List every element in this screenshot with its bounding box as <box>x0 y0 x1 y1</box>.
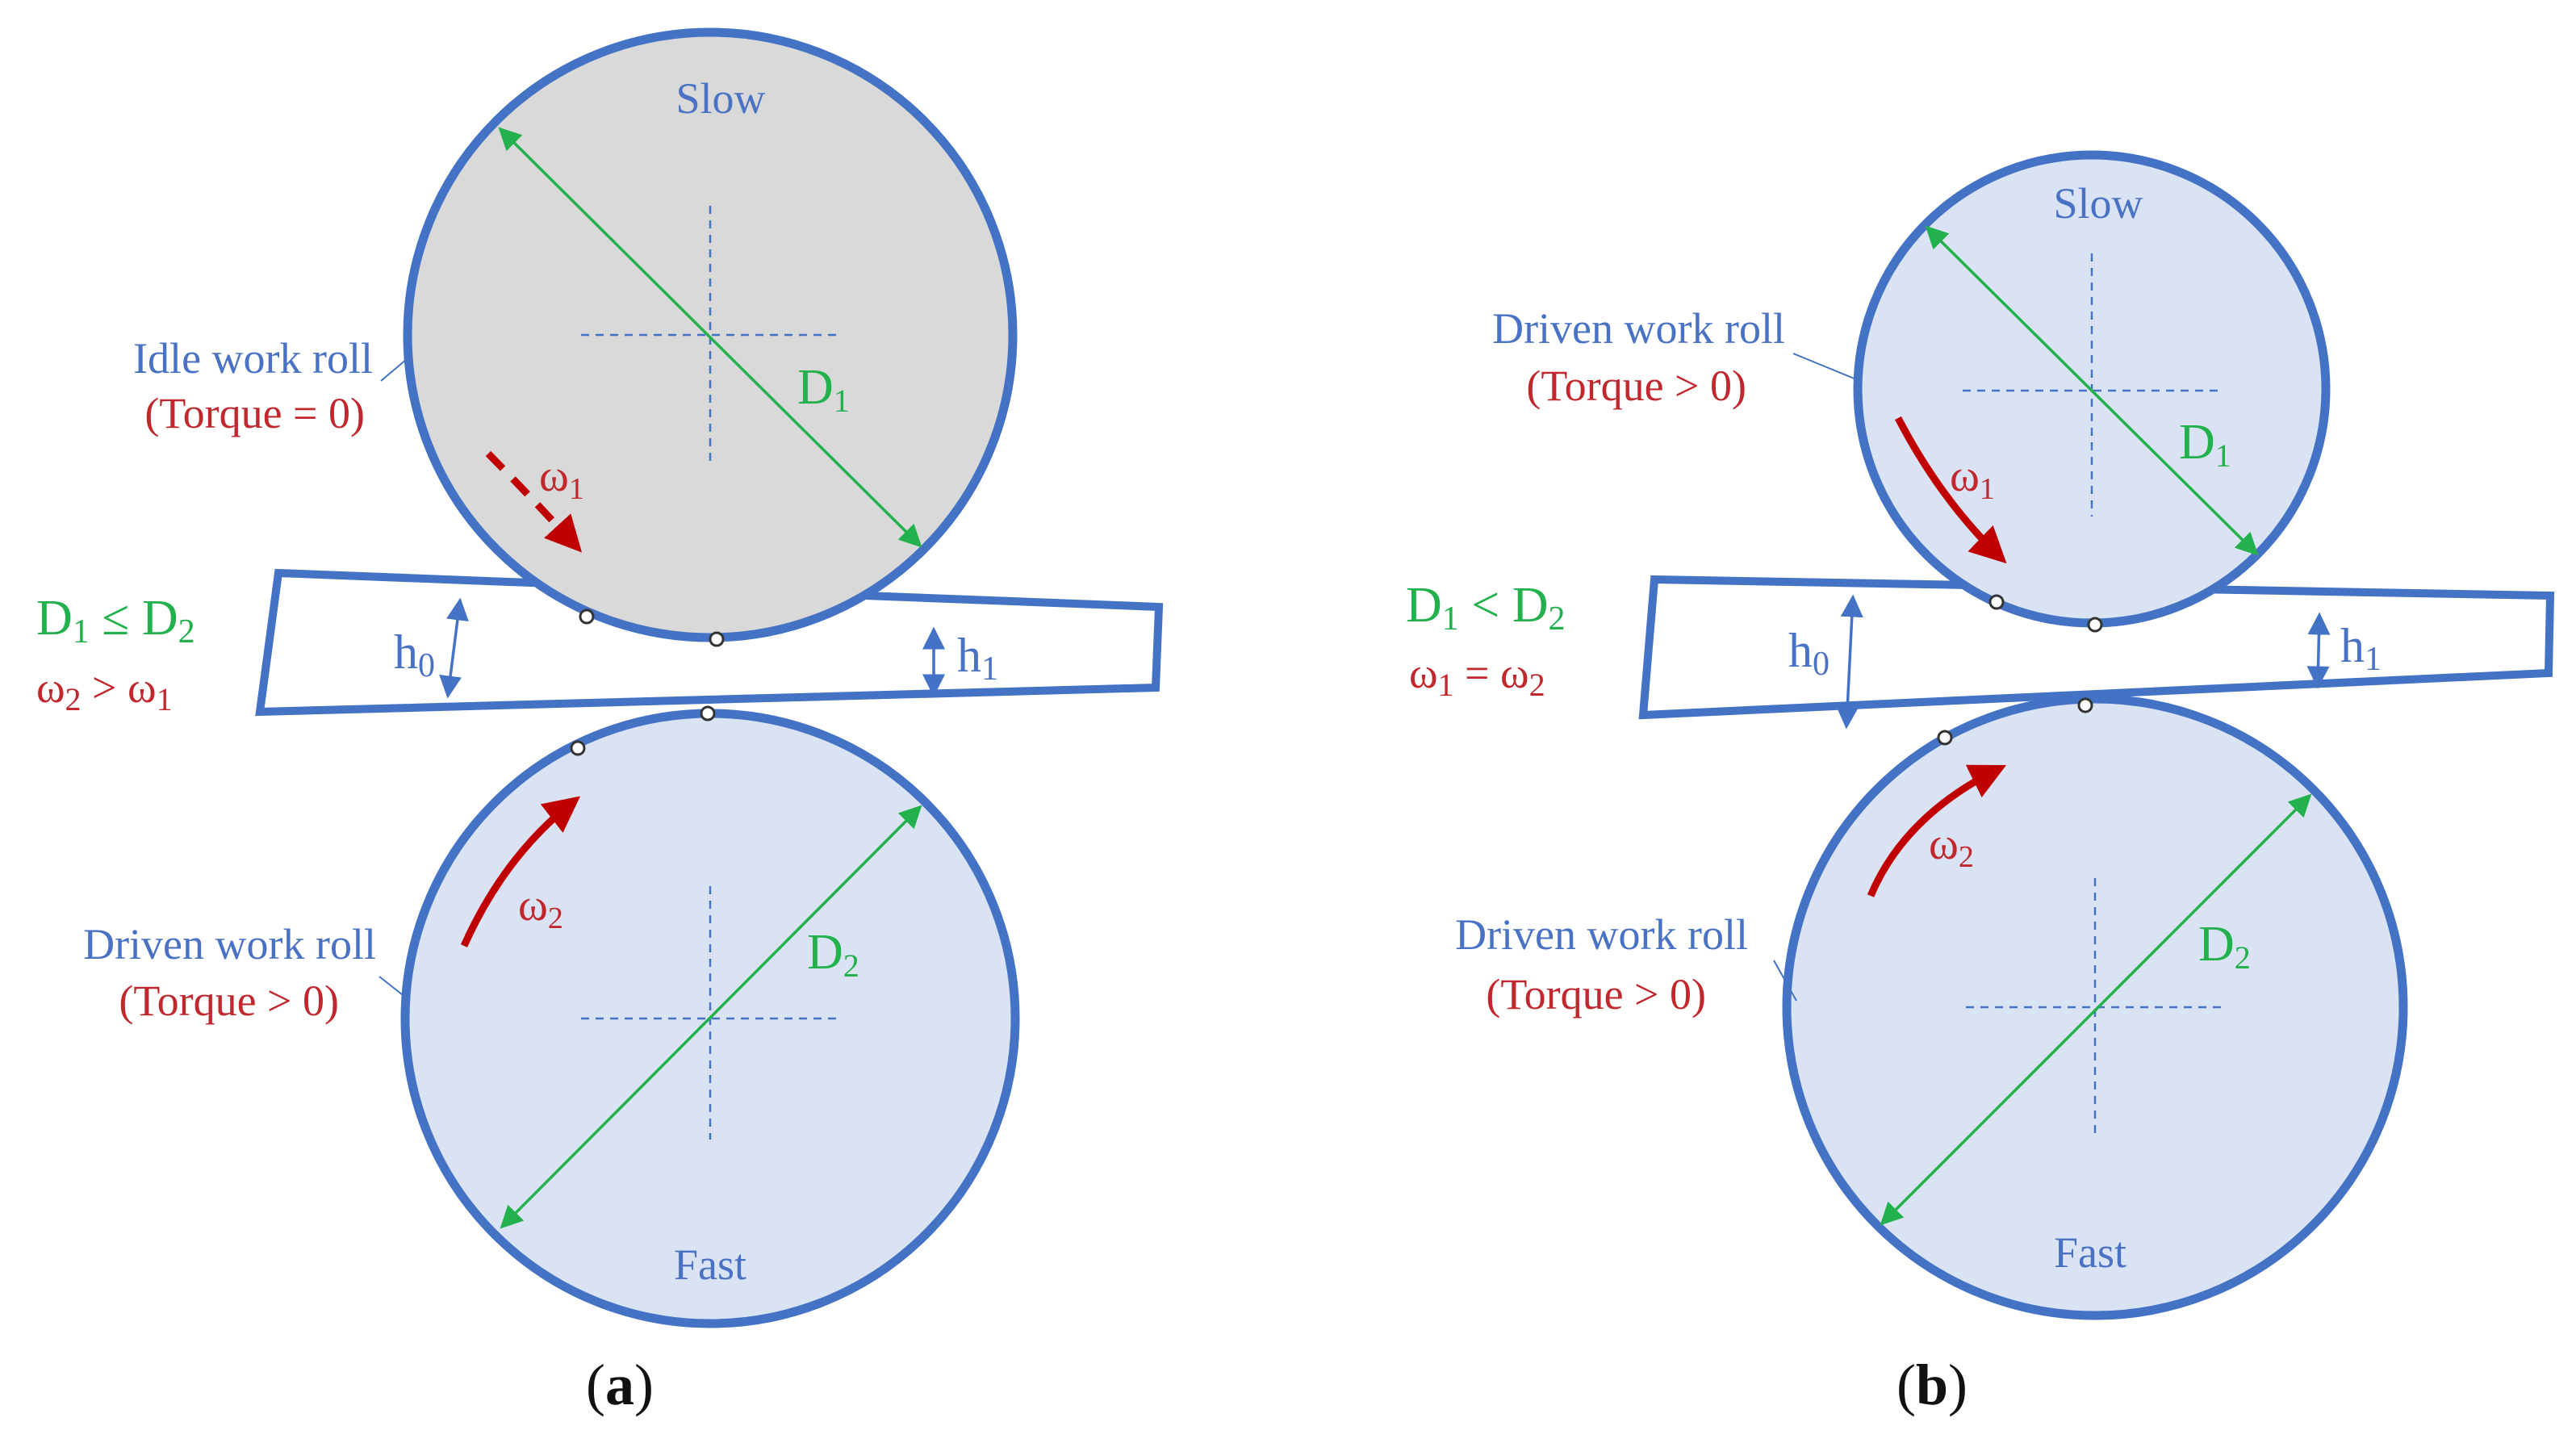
d2-label-b: D2 <box>2198 917 2251 976</box>
diameter-condition-a: D1 ≤ D2 <box>36 591 195 650</box>
h0-arrow-b <box>1836 594 1863 730</box>
top-roll-torque-a: (Torque = 0) <box>144 389 365 437</box>
contact-points-a <box>570 609 725 756</box>
top-roll-torque-b: (Torque > 0) <box>1526 362 1746 410</box>
top-roll-a <box>403 27 1018 642</box>
omega2-arrow-a <box>460 796 581 947</box>
d2-arrow-a <box>500 805 922 1229</box>
panel-label-a: (a) <box>586 1353 654 1417</box>
leader-top-b <box>1792 353 1857 380</box>
leader-top-a <box>380 354 412 382</box>
fast-label-a: Fast <box>674 1240 746 1289</box>
speed-condition-b: ω1 = ω2 <box>1409 649 1545 703</box>
leader-bottom-b <box>1773 960 1797 1002</box>
bottom-roll-label-a: Driven work roll <box>83 920 376 968</box>
panel-b: Slow Fast Driven work roll (Torque > 0) … <box>1406 150 2555 1417</box>
omega1-arrow-a <box>485 450 583 553</box>
bottom-roll-torque-a: (Torque > 0) <box>119 977 339 1025</box>
h0-label-b: h0 <box>1788 624 1830 683</box>
d1-arrow-a <box>498 127 922 548</box>
h0-arrow-a <box>439 597 469 699</box>
speed-condition-a: ω2 > ω1 <box>36 663 173 717</box>
d2-arrow-b <box>1880 793 2312 1226</box>
slow-label-b: Slow <box>2053 179 2143 228</box>
bottom-roll-torque-b: (Torque > 0) <box>1486 970 1706 1018</box>
top-roll-label-a: Idle work roll <box>133 334 373 383</box>
omega2-arrow-b <box>1867 764 2007 897</box>
bottom-roll-label-b: Driven work roll <box>1455 910 1748 959</box>
omega1-arrow-b <box>1895 416 2007 564</box>
panel-a: Slow Fast Idle work roll (Torque = 0) Dr… <box>36 27 1164 1417</box>
diameter-condition-b: D1 < D2 <box>1406 578 1566 638</box>
omega1-label-b: ω1 <box>1950 451 1995 506</box>
h1-arrow-b <box>2306 612 2331 689</box>
d1-label-b: D1 <box>2179 415 2231 474</box>
leader-bottom-a <box>378 976 411 1002</box>
d1-label-a: D1 <box>797 360 850 419</box>
slow-label-a: Slow <box>675 74 765 123</box>
omega2-label-b: ω2 <box>1929 819 1974 874</box>
d1-arrow-b <box>1925 225 2259 556</box>
h1-label-a: h1 <box>957 629 998 688</box>
fast-label-b: Fast <box>2054 1228 2126 1277</box>
omega1-label-a: ω1 <box>539 451 584 506</box>
contact-points-b <box>1937 594 2103 746</box>
omega2-label-a: ω2 <box>518 880 563 935</box>
h0-label-a: h0 <box>394 625 435 684</box>
h1-label-b: h1 <box>2340 619 2382 678</box>
bottom-roll-b <box>1782 694 2408 1320</box>
top-roll-label-b: Driven work roll <box>1492 304 1785 353</box>
panel-label-b: (b) <box>1896 1353 1968 1417</box>
d2-label-a: D2 <box>807 925 859 984</box>
